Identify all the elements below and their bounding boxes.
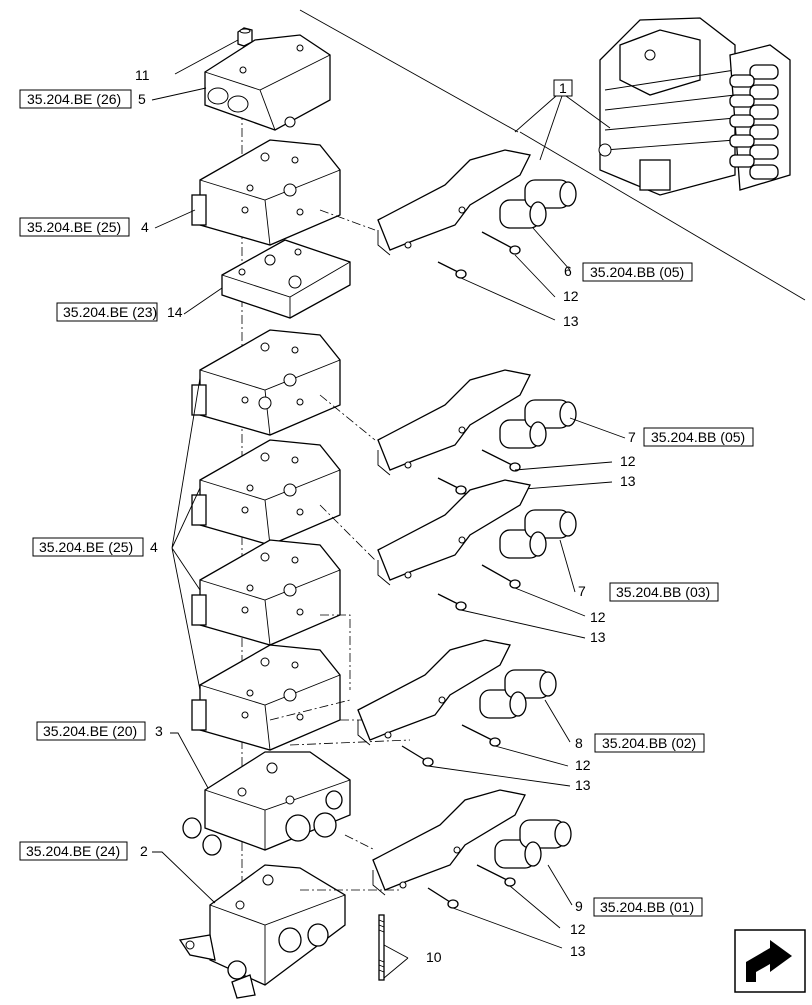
part-9-coupler-handle	[372, 789, 572, 896]
callout-4b: 4	[150, 539, 158, 555]
callout-7a: 7	[628, 429, 636, 445]
ref-box-bb05b	[643, 427, 754, 447]
callout-7b: 7	[578, 583, 586, 599]
callout-13a: 13	[563, 313, 579, 329]
part-4-section-block-2	[191, 329, 341, 436]
separator-line-lower	[519, 131, 806, 301]
callout-4b-leaders	[171, 377, 201, 691]
callout-13d: 13	[575, 777, 591, 793]
part-13-bolt-b	[437, 477, 467, 495]
assembly-ref-leaders	[514, 95, 611, 161]
ref-box-25b	[32, 537, 144, 557]
ref-20-label: 35.204.BE (20)	[43, 723, 137, 739]
callout-14: 14	[167, 304, 183, 320]
ref-bb05b-label: 35.204.BB (05)	[651, 429, 745, 445]
callout-6: 6	[564, 263, 572, 279]
part-4-section-block-1	[191, 139, 341, 246]
part-14-spacer-plate	[221, 239, 351, 319]
part-4-section-block-5	[191, 644, 341, 751]
connector-dash-lines-2	[289, 719, 411, 891]
part-12-bolt-e	[476, 864, 516, 887]
callout-10: 10	[426, 949, 442, 965]
part-4-section-block-3	[191, 439, 341, 546]
ref-bb01-label: 35.204.BB (01)	[600, 899, 694, 915]
callout-11: 11	[135, 67, 150, 83]
callout-12c: 12	[590, 609, 606, 625]
return-arrow-icon[interactable]	[734, 929, 806, 993]
callout-12d: 12	[575, 757, 591, 773]
separator-line-upper	[299, 9, 519, 133]
ref-25b-label: 35.204.BE (25)	[39, 539, 133, 555]
callout-3: 3	[155, 723, 163, 739]
part-13-bolt-a	[437, 261, 467, 279]
ref-box-25a	[19, 217, 130, 237]
ref-bb02-label: 35.204.BB (02)	[602, 735, 696, 751]
part-12-bolt-b	[481, 449, 521, 472]
part-3-inlet-section	[182, 751, 351, 856]
ref-24-label: 35.204.BE (24)	[26, 843, 120, 859]
assembly-ref-box	[553, 79, 573, 97]
callout-8: 8	[575, 735, 583, 751]
ref-box-bb02	[594, 733, 705, 753]
assembly-overview	[598, 17, 791, 196]
ref-box-24	[19, 841, 128, 861]
ref-box-20	[36, 721, 146, 741]
ref-box-bb01	[593, 897, 703, 917]
part-8-coupler-handle	[357, 639, 557, 746]
callout-13c: 13	[590, 629, 606, 645]
part-7-coupler-handle-upper	[377, 369, 577, 476]
part-13-bolt-d	[401, 745, 434, 767]
ref-25a-label: 35.204.BE (25)	[27, 219, 121, 235]
callout-13b: 13	[620, 473, 636, 489]
ref-box-bb03	[609, 582, 719, 602]
part-13-bolt-c	[437, 593, 467, 611]
part-11-nut	[237, 27, 253, 47]
callout-9: 9	[575, 898, 583, 914]
ref-bb05a-label: 35.204.BB (05)	[590, 264, 684, 280]
callout-12e: 12	[570, 921, 586, 937]
callout-5: 5	[138, 91, 146, 107]
ref-box-bb05a	[582, 262, 693, 282]
callout-4a: 4	[141, 219, 149, 235]
callout-2: 2	[140, 843, 148, 859]
part-2-bottom-section	[178, 864, 346, 999]
part-12-bolt-a	[481, 231, 521, 255]
ref-23-label: 35.204.BE (23)	[63, 304, 157, 320]
assembly-ref-label: 1	[559, 80, 567, 96]
part-10-studs	[378, 914, 385, 981]
part-12-bolt-d	[461, 724, 501, 747]
part-12-bolt-c	[481, 564, 521, 589]
ref-box-26	[19, 89, 132, 109]
part-13-bolt-e	[427, 887, 459, 909]
ref-bb03-label: 35.204.BB (03)	[616, 584, 710, 600]
part-6-coupler-handle	[377, 149, 577, 256]
ref-box-23	[56, 302, 158, 322]
part-5-end-cover	[204, 34, 331, 131]
callout-13e: 13	[570, 943, 586, 959]
callout-12b: 12	[620, 453, 636, 469]
part-4-section-block-4	[191, 539, 341, 646]
callout-12a: 12	[563, 288, 579, 304]
connector-dash-lines	[269, 209, 376, 851]
part-7-coupler-handle-lower	[377, 479, 577, 586]
ref-26-label: 35.204.BE (26)	[27, 91, 121, 107]
